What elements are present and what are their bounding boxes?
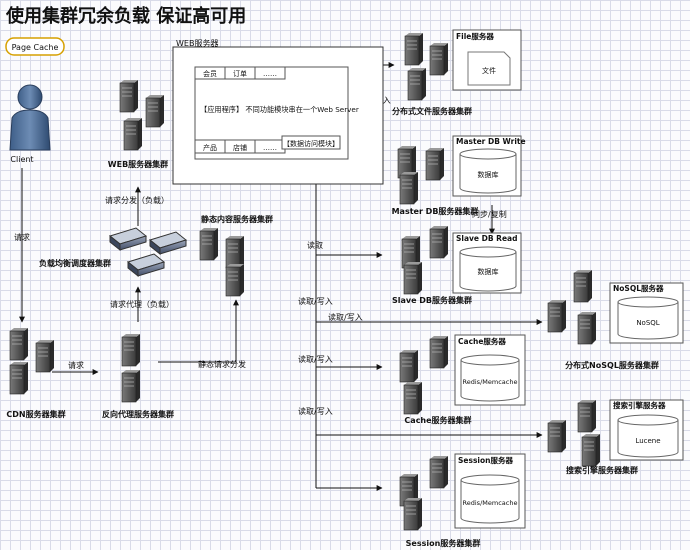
- server-icon: [403, 382, 422, 415]
- arrow-proxy-to-static: [158, 299, 239, 363]
- server-icon: [399, 350, 418, 383]
- server-icon: [547, 420, 566, 453]
- label-request-proxy: 请求代理（负载）: [110, 299, 174, 309]
- slave-db-label: 数据库: [478, 267, 499, 276]
- static-cluster-label: 静态内容服务器集群: [201, 214, 273, 224]
- server-icons: [9, 33, 600, 531]
- search-cluster-label: 搜索引擎服务器集群: [566, 465, 638, 475]
- web-server-box: WEB服务器 会员 订单 …… 【应用程序】 不同功能模块串在一个Web Ser…: [172, 38, 384, 185]
- slave-db-title: Slave DB Read: [456, 234, 517, 243]
- server-icon: [225, 264, 244, 297]
- module-more-top: ……: [263, 70, 277, 78]
- module-more-bottom: ……: [263, 144, 277, 152]
- connectors: [19, 62, 543, 491]
- cache-title: Cache服务器: [458, 336, 506, 346]
- server-icon: [35, 340, 54, 373]
- proxy-cluster-label: 反向代理服务器集群: [102, 409, 174, 419]
- lb-device-icon: [108, 227, 148, 252]
- server-icon: [199, 228, 218, 261]
- lb-device-icon: [148, 231, 188, 256]
- server-icon: [407, 68, 426, 101]
- load-balancer-devices: [108, 227, 188, 278]
- label-request-right: 请求: [68, 360, 84, 370]
- server-icon: [547, 300, 566, 333]
- server-icon: [119, 80, 138, 113]
- search-label: Lucene: [635, 437, 660, 445]
- file-server-box: File服务器 文件: [452, 29, 522, 91]
- search-box: 搜索引擎服务器 Lucene: [609, 399, 684, 461]
- web-cluster-label: WEB服务器集群: [108, 159, 168, 169]
- server-icon: [429, 336, 448, 369]
- page-cache-badge: Page Cache: [5, 37, 65, 56]
- label-request-dispatch: 请求分发（负载）: [105, 195, 169, 205]
- server-icon: [577, 312, 596, 345]
- module-shop: 店铺: [233, 143, 247, 152]
- server-icon: [429, 456, 448, 489]
- file-label: 文件: [482, 66, 496, 75]
- master-cluster-label: Master DB服务器集群: [392, 206, 479, 216]
- server-icon: [403, 262, 422, 295]
- master-db-title: Master DB Write: [456, 137, 526, 146]
- file-cluster-label: 分布式文件服务器集群: [392, 106, 472, 116]
- server-icon: [404, 33, 423, 66]
- server-icon: [123, 118, 142, 151]
- server-icon: [429, 226, 448, 259]
- app-banner: 【应用程序】 不同功能模块串在一个Web Server: [200, 105, 359, 114]
- slave-db-box: Slave DB Read 数据库: [452, 232, 522, 294]
- server-icon: [9, 328, 28, 361]
- server-icon: [121, 334, 140, 367]
- server-icon: [573, 270, 592, 303]
- server-icon: [401, 236, 420, 269]
- file-server-title: File服务器: [456, 31, 494, 41]
- page-cache-label: Page Cache: [12, 43, 59, 52]
- label-rw-3: 读取/写入: [298, 354, 333, 364]
- label-read: 读取: [307, 240, 323, 250]
- server-icon: [225, 236, 244, 269]
- server-icon: [429, 43, 448, 76]
- slave-cluster-label: Slave DB服务器集群: [392, 295, 472, 305]
- server-icon: [399, 172, 418, 205]
- label-sync: 同步/复制: [472, 209, 507, 219]
- client-label: Client: [10, 155, 33, 164]
- cache-cluster-label: Cache服务器集群: [404, 415, 471, 425]
- cache-box: Cache服务器 Redis/Memcache: [454, 334, 526, 406]
- session-title: Session服务器: [458, 455, 513, 465]
- nosql-label: NoSQL: [636, 319, 659, 327]
- cache-label: Redis/Memcache: [463, 378, 518, 386]
- nosql-title: NoSQL服务器: [613, 283, 664, 293]
- cdn-cluster-label: CDN服务器集群: [6, 409, 65, 419]
- master-db-box: Master DB Write 数据库: [452, 135, 526, 197]
- server-icon: [121, 370, 140, 403]
- label-request-down: 请求: [14, 232, 30, 242]
- server-icon: [397, 146, 416, 179]
- server-icon: [425, 148, 444, 181]
- session-label: Redis/Memcache: [463, 499, 518, 507]
- page-title: 使用集群冗余负载 保证高可用: [5, 5, 246, 27]
- server-icon: [581, 434, 600, 467]
- module-order: 订单: [233, 69, 247, 78]
- session-box: Session服务器 Redis/Memcache: [454, 453, 526, 529]
- master-db-label: 数据库: [478, 170, 499, 179]
- session-cluster-label: Session服务器集群: [406, 538, 481, 548]
- web-server-title: WEB服务器: [176, 38, 218, 48]
- data-access-module: 【数据访问模块】: [283, 139, 339, 148]
- module-product: 产品: [203, 143, 217, 152]
- label-rw-4: 读取/写入: [298, 406, 333, 416]
- label-static-dispatch: 静态请求分发: [198, 359, 246, 369]
- lb-device-icon: [126, 253, 166, 278]
- lb-cluster-label: 负载均衡调度器集群: [39, 258, 111, 268]
- server-icon: [403, 498, 422, 531]
- label-rw-2: 读取/写入: [328, 312, 363, 322]
- search-title: 搜索引擎服务器: [613, 400, 666, 410]
- server-icon: [577, 400, 596, 433]
- nosql-box: NoSQL服务器 NoSQL: [609, 282, 684, 344]
- server-icon: [9, 362, 28, 395]
- module-member: 会员: [203, 69, 217, 78]
- client-user-icon: [9, 84, 51, 151]
- server-icon: [145, 95, 164, 128]
- label-rw-1: 读取/写入: [298, 296, 333, 306]
- nosql-cluster-label: 分布式NoSQL服务器集群: [565, 360, 659, 370]
